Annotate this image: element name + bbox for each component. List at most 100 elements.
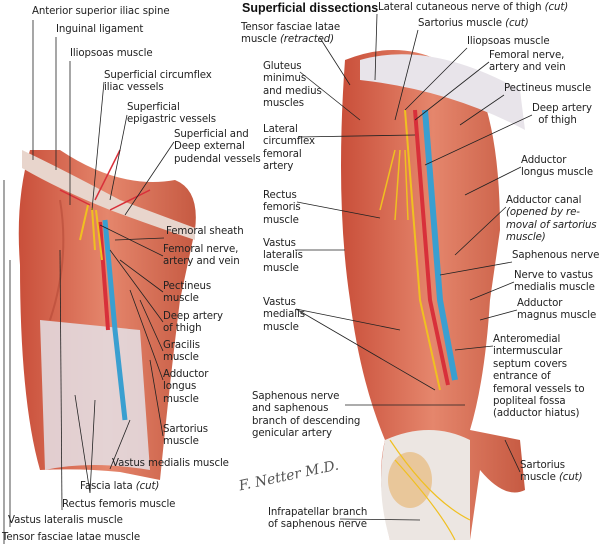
label-line: Rectus	[263, 190, 297, 201]
label-line: Femoral nerve,	[163, 244, 239, 255]
label-line: Vastus	[263, 297, 296, 308]
label-deep-artery-right: Deep artery of thigh	[532, 103, 592, 128]
label-line: Anterior superior iliac spine	[32, 6, 170, 17]
label-text: Lateral cutaneous nerve of thigh	[378, 2, 545, 13]
label-text: muscle	[520, 472, 559, 484]
label-line: of saphenous nerve	[268, 519, 367, 531]
label-line: femoral	[263, 148, 302, 160]
label-line: lateralis	[263, 250, 303, 262]
label-line: Sartorius	[520, 460, 566, 471]
label-line: Tensor fasciae latae muscle	[2, 532, 141, 543]
label-line: moval of sartorius	[506, 220, 597, 232]
label-line: Iliopsoas muscle	[70, 48, 153, 59]
figure-title: Superficial dissections	[242, 1, 379, 15]
label-text-italic: (cut)	[558, 472, 583, 484]
label-vastus-lateralis-left: Vastus lateralis muscle	[8, 515, 123, 527]
label-line: Nerve to vastus	[514, 270, 593, 281]
label-line: of thigh	[163, 323, 202, 335]
label-rectus-femoris-left: Rectus femoris muscle	[62, 499, 175, 511]
label-line: Adductor	[521, 155, 567, 166]
label-text: muscle	[241, 34, 280, 46]
label-line: muscle)	[506, 232, 597, 244]
label-inguinal-ligament: Inguinal ligament	[56, 24, 143, 36]
label-text-italic: (cut)	[135, 481, 160, 492]
label-line: Sartorius	[163, 424, 209, 435]
label-line: Adductor canal	[506, 195, 582, 206]
label-line: medialis	[263, 309, 305, 321]
label-line: of thigh	[532, 115, 577, 127]
label-line: Vastus medialis muscle	[112, 458, 229, 469]
label-text-italic: (opened by re-	[506, 207, 580, 219]
label-anterior-superior-iliac-spine: Anterior superior iliac spine	[32, 6, 170, 18]
label-line: Deep external	[174, 141, 245, 153]
label-line: Gluteus	[263, 61, 302, 72]
label-line: septum covers	[493, 358, 567, 370]
label-line: muscle	[163, 293, 199, 305]
label-text-italic: moval of sartorius	[506, 219, 597, 231]
label-sartorius-cut: Sartorius muscle (cut)	[418, 18, 529, 30]
label-line: circumflex	[263, 136, 315, 148]
label-line: and saphenous	[252, 403, 329, 415]
label-line: muscle	[163, 352, 199, 364]
label-line: Adductor	[517, 298, 563, 309]
label-lateral-cutaneous-nerve: Lateral cutaneous nerve of thigh (cut)	[378, 2, 568, 14]
label-line: Saphenous nerve	[252, 391, 340, 402]
label-line: pudendal vessels	[174, 153, 261, 165]
label-saphenous-nerve: Saphenous nerve	[512, 250, 599, 262]
label-line: magnus muscle	[517, 310, 597, 322]
label-line: minimus	[263, 73, 307, 85]
label-line: longus	[163, 381, 197, 393]
label-line: medialis muscle	[514, 282, 595, 294]
label-line: (adductor hiatus)	[493, 408, 580, 420]
label-line: Deep artery	[532, 103, 592, 114]
label-text-italic: (cut)	[544, 2, 569, 13]
label-text-italic: (cut)	[505, 18, 529, 29]
label-line: Inguinal ligament	[56, 24, 144, 35]
label-line: Anteromedial	[493, 334, 561, 345]
right-thigh-figure	[341, 50, 525, 541]
label-line: Gracilis	[163, 340, 200, 351]
label-iliopsoas-muscle-left: Iliopsoas muscle	[70, 48, 153, 60]
label-line: Sartorius muscle (cut)	[418, 18, 529, 30]
label-line: and medius	[263, 85, 322, 97]
label-line: muscles	[263, 98, 304, 110]
label-line: (opened by re-	[506, 207, 597, 219]
label-line: Tensor fasciae latae	[241, 22, 341, 33]
label-line: longus muscle	[521, 167, 594, 179]
label-line: branch of descending	[252, 415, 361, 427]
label-line: Femoral nerve,	[489, 50, 565, 61]
label-femoral-nerve-left: Femoral nerve,artery and vein	[163, 244, 240, 269]
label-line: Adductor	[163, 369, 209, 380]
label-line: Superficial	[127, 102, 180, 113]
label-line: muscle	[263, 262, 299, 274]
left-thigh-figure	[18, 149, 196, 480]
label-line: femoris	[263, 202, 301, 214]
label-line: Saphenous nerve	[512, 250, 600, 261]
label-line: Vastus	[263, 238, 296, 249]
label-vastus-medialis-left: Vastus medialis muscle	[112, 458, 229, 470]
label-text: Sartorius muscle	[418, 18, 506, 29]
label-line: epigastric vessels	[127, 114, 216, 126]
label-line: genicular artery	[252, 428, 332, 440]
label-line: Superficial circumflex	[104, 70, 212, 81]
label-femoral-nerve-right: Femoral nerve,artery and vein	[489, 50, 566, 75]
label-line: Femoral sheath	[166, 226, 244, 237]
